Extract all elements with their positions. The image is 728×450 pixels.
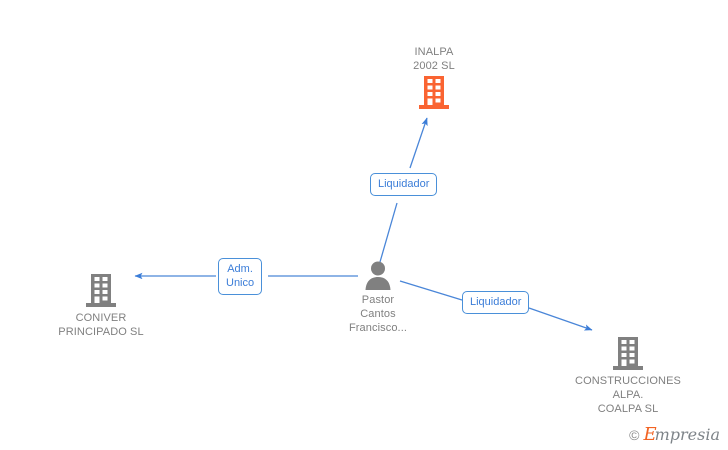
node-inalpa[interactable]: INALPA 2002 SL (354, 45, 514, 110)
empresia-watermark: © Empresia (629, 426, 720, 444)
node-label-inalpa: INALPA 2002 SL (413, 46, 455, 72)
node-label-person: Pastor Cantos Francisco... (348, 294, 408, 334)
node-construcciones-alpa-coalpa[interactable]: CONSTRUCCIONES ALPA. COALPA SL (548, 337, 708, 416)
edge-badge-liquidador-inalpa[interactable]: Liquidador (370, 173, 438, 196)
building-icon (21, 274, 181, 308)
brand-name: mpresia (654, 425, 720, 444)
edge-person-to-inalpa (379, 117, 428, 263)
building-icon (354, 76, 514, 110)
copyright-icon: © (629, 427, 640, 443)
person-icon (298, 260, 458, 290)
edge-person-to-coalpa (399, 280, 593, 331)
node-label-coalpa: CONSTRUCCIONES ALPA. COALPA SL (575, 375, 681, 415)
brand-initial: E (643, 424, 657, 445)
node-label-coniver: CONIVER PRINCIPADO SL (58, 312, 144, 338)
node-person-pastor-cantos[interactable]: Pastor Cantos Francisco... (298, 260, 458, 335)
brand-wordmark: Empresia (643, 426, 720, 444)
edge-badge-liquidador-coalpa[interactable]: Liquidador (462, 291, 530, 314)
edge-badge-adm-unico-coniver[interactable]: Adm. Unico (218, 258, 263, 295)
node-coniver-principado[interactable]: CONIVER PRINCIPADO SL (21, 274, 181, 339)
building-icon (548, 337, 708, 371)
